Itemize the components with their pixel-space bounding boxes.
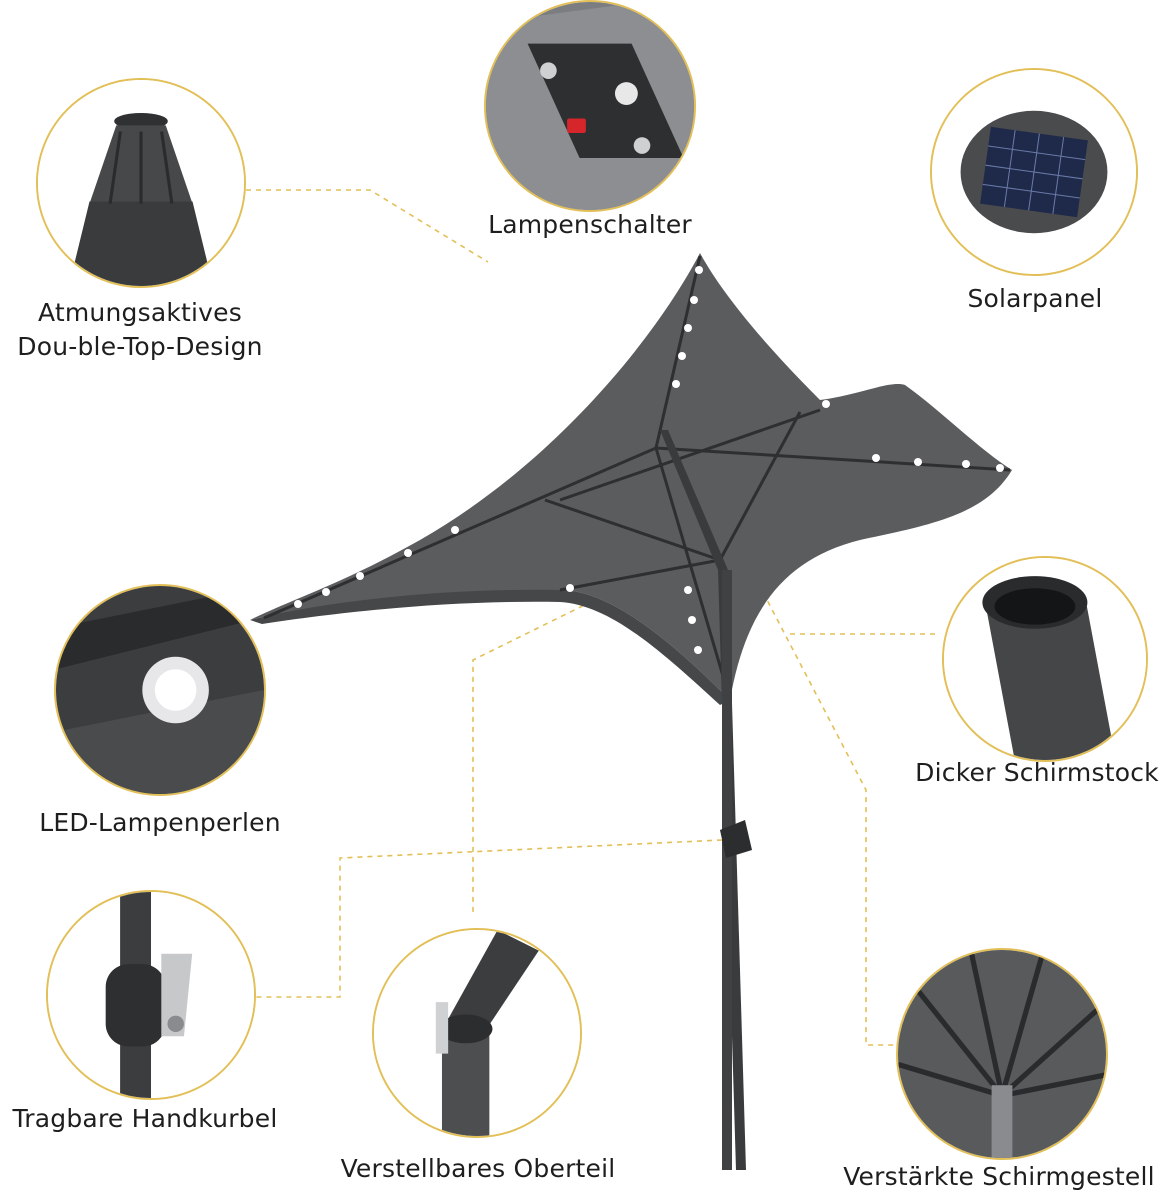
umbrella-frame-icon [898, 950, 1106, 1158]
double-top-callout [36, 78, 246, 288]
umbrella [250, 253, 1012, 1170]
oberteil-label: Verstellbares Oberteil [340, 1154, 616, 1183]
handkurbel-label: Tragbare Handkurbel [12, 1104, 278, 1133]
led-lights [294, 266, 1004, 654]
double-top-icon [38, 80, 244, 286]
led-bead-icon [56, 586, 264, 794]
lampenschalter-callout [484, 0, 696, 212]
hand-crank-icon [48, 892, 254, 1098]
double-top-line-1: Atmungsaktives [38, 298, 242, 327]
solarpanel-label: Solarpanel [967, 284, 1103, 313]
lampenschalter-label: Lampenschalter [488, 210, 692, 239]
connector-lines [246, 189, 940, 1046]
solar-panel-icon [932, 70, 1136, 274]
double-top-label: Atmungsaktives Dou-ble-Top-Design [0, 296, 280, 364]
led-callout [54, 584, 266, 796]
pole-tube-icon [944, 558, 1146, 760]
handkurbel-callout [46, 890, 256, 1100]
schirmgestell-callout [896, 948, 1108, 1160]
oberteil-callout [372, 928, 582, 1138]
tilt-joint-icon [374, 930, 580, 1136]
double-top-line-2: Dou-ble-Top-Design [17, 332, 263, 361]
schirmstock-callout [942, 556, 1148, 762]
schirmgestell-label: Verstärkte Schirmgestell [843, 1162, 1155, 1191]
led-label: LED-Lampenperlen [39, 808, 281, 837]
solarpanel-callout [930, 68, 1138, 276]
schirmstock-label: Dicker Schirmstock [915, 758, 1159, 787]
lamp-switch-icon [486, 2, 694, 210]
